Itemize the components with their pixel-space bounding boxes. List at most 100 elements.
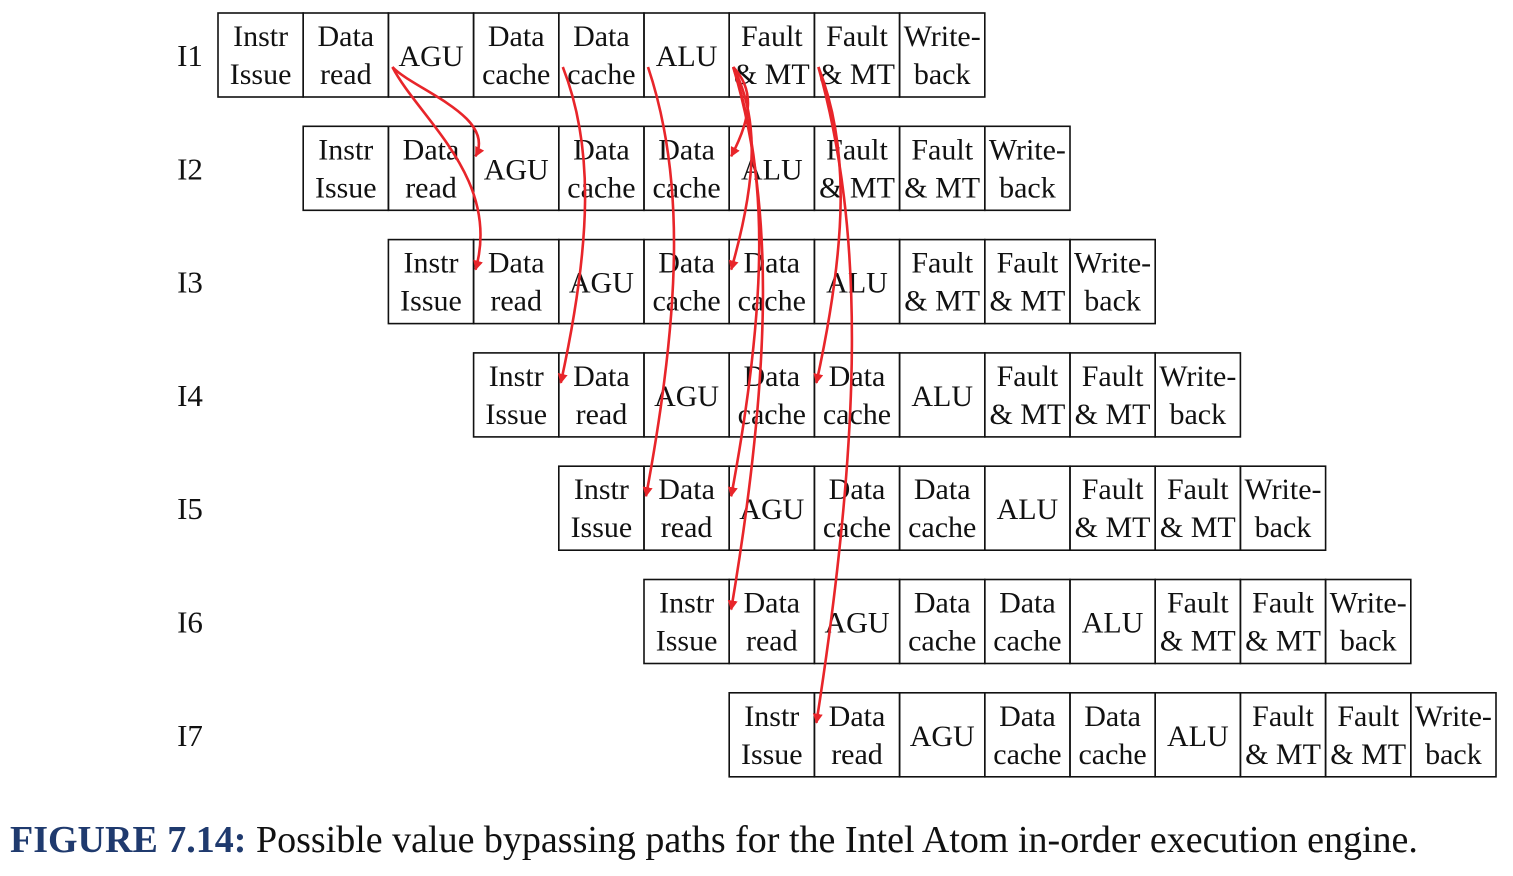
stage-label-line1: Write- (989, 133, 1066, 166)
stage-label-line2: & MT (1075, 511, 1151, 544)
stage-label-line1: Instr (318, 133, 373, 166)
instruction-label: I4 (177, 378, 203, 413)
stage-box (898, 12, 986, 98)
figure-label: FIGURE 7.14: (10, 819, 247, 861)
instruction-row: I2InstrIssueDatareadAGUDatacacheDatacach… (177, 125, 1071, 212)
bypass-arrow (727, 66, 765, 611)
stage-label-line2: & MT (1245, 625, 1321, 658)
stage-label-line2: back (1084, 285, 1141, 318)
stage-label-line1: Data (743, 587, 800, 620)
instruction-label: I5 (177, 491, 203, 526)
pipeline-diagram: I1InstrIssueDatareadAGUDatacacheDatacach… (177, 12, 1497, 778)
figure-caption: FIGURE 7.14: Possible value bypassing pa… (10, 818, 1418, 862)
stage-label-line1: Fault (1337, 700, 1399, 733)
bypass-arrow (391, 66, 483, 271)
stage-label-line1: Fault (1082, 473, 1144, 506)
stage-label: AGU (910, 720, 975, 753)
stage-label-line1: Data (573, 20, 630, 53)
stage-label-line1: Write- (1244, 473, 1321, 506)
stage-label-line2: & MT (819, 171, 895, 204)
stage-label-line1: Fault (911, 247, 973, 280)
instruction-label: I2 (177, 151, 203, 186)
instruction-label: I3 (177, 265, 203, 300)
stage-label-line2: & MT (989, 398, 1065, 431)
stage-label-line1: Fault (1252, 700, 1314, 733)
stage-label-line2: cache (993, 625, 1061, 658)
stage-label-line1: Fault (997, 247, 1059, 280)
stage-label-line1: Data (829, 360, 886, 393)
stage-label-line2: read (746, 625, 798, 658)
stage-label-line2: Issue (400, 285, 462, 318)
stage-label-line2: & MT (1330, 738, 1406, 771)
stage-label-line1: Fault (1082, 360, 1144, 393)
stage-label-line2: Issue (485, 398, 547, 431)
instruction-row: I5InstrIssueDatareadAGUDatacacheDatacach… (177, 465, 1327, 552)
stage-label-line2: & MT (734, 58, 810, 91)
stage-label-line2: cache (823, 511, 891, 544)
stage-label-line1: Write- (1159, 360, 1236, 393)
stage-label-line1: Data (914, 587, 971, 620)
stage-box (1410, 691, 1497, 778)
stage-label-line2: & MT (819, 58, 895, 91)
stage-label-line2: back (914, 58, 971, 91)
stage-label-line2: cache (738, 285, 806, 318)
stage-box (1239, 465, 1327, 552)
stage-label-line1: Fault (1252, 587, 1314, 620)
stage-label: AGU (484, 153, 549, 186)
stage-label-line2: cache (908, 625, 976, 658)
instruction-row: I7InstrIssueDatareadAGUDatacacheDatacach… (177, 691, 1497, 778)
stage-label: AGU (739, 493, 804, 526)
stage-label: ALU (911, 380, 973, 413)
stage-label-line2: read (490, 285, 542, 318)
stage-label-line1: Data (999, 587, 1056, 620)
stage-label-line2: read (576, 398, 628, 431)
stage-label-line2: cache (567, 58, 635, 91)
bypass-arrow (812, 66, 854, 724)
stage-label: ALU (1082, 607, 1144, 640)
stage-label-line2: back (1255, 511, 1312, 544)
stage-box (1154, 352, 1242, 438)
stage-label-line1: Fault (1167, 473, 1229, 506)
stage-label-line1: Write- (1074, 247, 1151, 280)
stage-label-line2: & MT (904, 285, 980, 318)
stage-label: ALU (1167, 720, 1229, 753)
stage-label-line1: Instr (744, 700, 799, 733)
stage-label-line2: & MT (1245, 738, 1321, 771)
stage-label: ALU (656, 40, 718, 73)
stage-label-line2: & MT (1160, 511, 1236, 544)
stage-label-line2: cache (567, 171, 635, 204)
stage-label-line1: Fault (911, 133, 973, 166)
stage-label-line1: Data (743, 247, 800, 280)
stage-label-line2: & MT (989, 285, 1065, 318)
instruction-row: I3InstrIssueDatareadAGUDatacacheDatacach… (177, 238, 1156, 325)
stage-label-line2: Issue (315, 171, 377, 204)
stage-label: ALU (997, 493, 1059, 526)
stage-label-line1: Data (829, 700, 886, 733)
stage-label-line2: cache (738, 398, 806, 431)
bypass-arrow (391, 66, 485, 158)
stage-label-line1: Instr (489, 360, 544, 393)
stage-label-line1: Data (743, 360, 800, 393)
instruction-row: I1InstrIssueDatareadAGUDatacacheDatacach… (177, 12, 986, 98)
stage-box (1324, 578, 1412, 665)
stage-label-line2: & MT (904, 171, 980, 204)
stage-label-line2: & MT (1160, 625, 1236, 658)
instruction-row: I6InstrIssueDatareadAGUDatacacheDatacach… (177, 578, 1412, 665)
stage-label-line2: read (405, 171, 457, 204)
stage-label-line2: back (1340, 625, 1397, 658)
bypass-arrow (813, 66, 842, 384)
stage-label-line1: Write- (904, 20, 981, 53)
stage-label-line2: cache (1078, 738, 1146, 771)
stage-label-line1: Instr (574, 473, 629, 506)
stage-label-line1: Data (488, 20, 545, 53)
stage-label-line1: Data (317, 20, 374, 53)
stage-label-line1: Write- (1415, 700, 1492, 733)
stage-label-line1: Write- (1330, 587, 1407, 620)
stage-label-line1: Fault (741, 20, 803, 53)
stage-label-line1: Instr (404, 247, 459, 280)
stage-label-line1: Instr (659, 587, 714, 620)
stage-label-line2: & MT (1075, 398, 1151, 431)
bypass-arrow (642, 66, 676, 498)
stage-label-line1: Data (914, 473, 971, 506)
stage-label-line2: back (1169, 398, 1226, 431)
